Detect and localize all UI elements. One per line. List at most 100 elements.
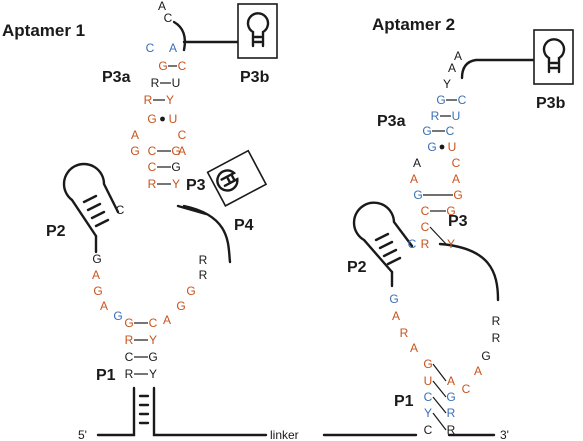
a1-p3-right-0: G: [171, 144, 180, 158]
a2-p3-left-2: C: [421, 220, 430, 234]
a2-label-p1: P1: [394, 393, 414, 410]
a1-p2-hairpin: [62, 162, 120, 238]
a1-p3b-box: [237, 3, 278, 59]
a1-j12-1: A: [92, 268, 100, 282]
gu-wobble-dot: [439, 144, 445, 150]
a2-label-p3a: P3a: [377, 113, 406, 130]
a1-p3a-right-0: C: [178, 59, 187, 73]
a1-p3-right-2: Y: [172, 177, 180, 191]
a1-label-p3a: P3a: [102, 69, 131, 86]
a1-p1-left-0: G: [124, 316, 133, 330]
a1-p3-left-2: R: [148, 177, 157, 191]
a1-p3-left-0: C: [148, 144, 157, 158]
a1-p1-left-2: C: [125, 350, 134, 364]
a1-int-left-0: A: [131, 128, 139, 142]
a2-label-p2: P2: [347, 259, 367, 276]
a2-p3b-box: [533, 29, 574, 85]
a1-j12-3: A: [100, 299, 108, 313]
a2-p3a-left-2: G: [422, 124, 431, 138]
three-prime-label: 3': [500, 428, 509, 441]
a2-p1-left-4: C: [424, 423, 433, 437]
base-pair-bond: [432, 412, 447, 431]
a2-int-left-1: A: [410, 172, 418, 186]
base-pair-bond: [432, 363, 447, 382]
aptamer2-title: Aptamer 2: [372, 15, 455, 34]
a2-p1-left-3: Y: [424, 406, 432, 420]
five-prime-label: 5': [78, 428, 87, 441]
a2-j12-1: A: [392, 309, 400, 323]
a2-j23-nt: C: [408, 237, 417, 251]
a2-p2-hairpin: [352, 201, 414, 274]
a1-p3-left-1: C: [148, 160, 157, 174]
a1-p3-right-1: G: [171, 160, 180, 174]
gu-wobble-dot: [160, 116, 165, 122]
base-pair-bond: [432, 396, 447, 414]
a2-p3a-left-0: G: [436, 93, 445, 107]
a1-int-right-1: A: [178, 144, 186, 158]
strand-5prime-line: [96, 386, 136, 437]
a2-j31-3: A: [474, 364, 482, 378]
a1-j12-4: G: [113, 309, 122, 323]
a2-p3-left-1: C: [421, 204, 430, 218]
a2-p3a-right-3: U: [448, 140, 457, 154]
a2-p1-right-1: G: [446, 390, 455, 404]
a2-label-p3b: P3b: [536, 95, 566, 112]
a2-p3-right-0: G: [453, 188, 462, 202]
a2-p3-left-3: R: [421, 237, 430, 251]
a2-p1-left-2: C: [424, 390, 433, 404]
a1-multiloop: [182, 204, 232, 264]
a2-p3a-right-2: C: [446, 124, 455, 138]
a2-p3a-left-3: G: [427, 140, 436, 154]
backbone: [62, 20, 536, 437]
a2-p3a-left-1: R: [431, 109, 440, 123]
a1-j41-2: G: [186, 284, 195, 298]
a2-p3-left-0: G: [413, 188, 422, 202]
a1-loop-nt-0: A: [158, 0, 166, 13]
a1-j41-0: R: [199, 253, 208, 267]
a1-j41-1: R: [199, 268, 208, 282]
a1-p3a-right-2: Y: [166, 93, 174, 107]
base-pair-bond: [432, 380, 447, 398]
a2-int-right-1: A: [452, 172, 460, 186]
a1-p4-box: [206, 149, 268, 207]
a1-p3a-left-2: R: [144, 93, 153, 107]
linker-label: linker: [270, 428, 299, 441]
a2-loop-nt-1: A: [448, 61, 456, 75]
a2-p1-right-0: A: [447, 374, 455, 388]
a2-p1-left-1: U: [424, 374, 433, 388]
a1-label-p1: P1: [96, 367, 116, 384]
a2-p3-right-2: Y: [447, 237, 455, 251]
a1-int-right-0: C: [178, 128, 187, 142]
a2-p1-left-0: G: [423, 357, 432, 371]
a2-j31-2: G: [481, 349, 490, 363]
a1-p1-right-0: C: [149, 316, 158, 330]
a1-p3a-right-3: U: [169, 112, 178, 126]
a1-j12-0: G: [92, 252, 101, 266]
a1-loop-nt-1: C: [146, 41, 155, 55]
a2-int-left-0: A: [413, 156, 421, 170]
a2-loop: [438, 242, 500, 302]
a2-p3a-right-1: U: [452, 109, 461, 123]
a1-p1-right-2: G: [148, 350, 157, 364]
a1-p3a-right-1: U: [172, 76, 181, 90]
a1-p3a-left-1: R: [151, 76, 160, 90]
a2-loop-nt-2: Y: [443, 77, 451, 91]
a1-label-p3b: P3b: [240, 69, 270, 86]
a2-p3-right-1: G: [446, 204, 455, 218]
strand-linker-left: [152, 386, 268, 437]
a2-p3a-right-0: C: [458, 93, 467, 107]
a1-j23-nt: C: [116, 203, 125, 217]
a2-j12-0: G: [389, 292, 398, 306]
a2-j31-4: C: [462, 382, 471, 396]
a1-j41-3: G: [176, 299, 185, 313]
a2-j12-3: A: [410, 341, 418, 355]
a2-label-p3: P3: [448, 213, 468, 230]
a2-j31-0: R: [492, 314, 501, 328]
a1-p3a-left-0: G: [158, 59, 167, 73]
a2-j31-1: R: [492, 331, 501, 345]
a1-p1-right-1: Y: [149, 333, 157, 347]
a2-j12-2: R: [400, 326, 409, 340]
a2-p1-right-3: R: [447, 423, 456, 437]
a1-p1-left-3: R: [125, 367, 134, 381]
